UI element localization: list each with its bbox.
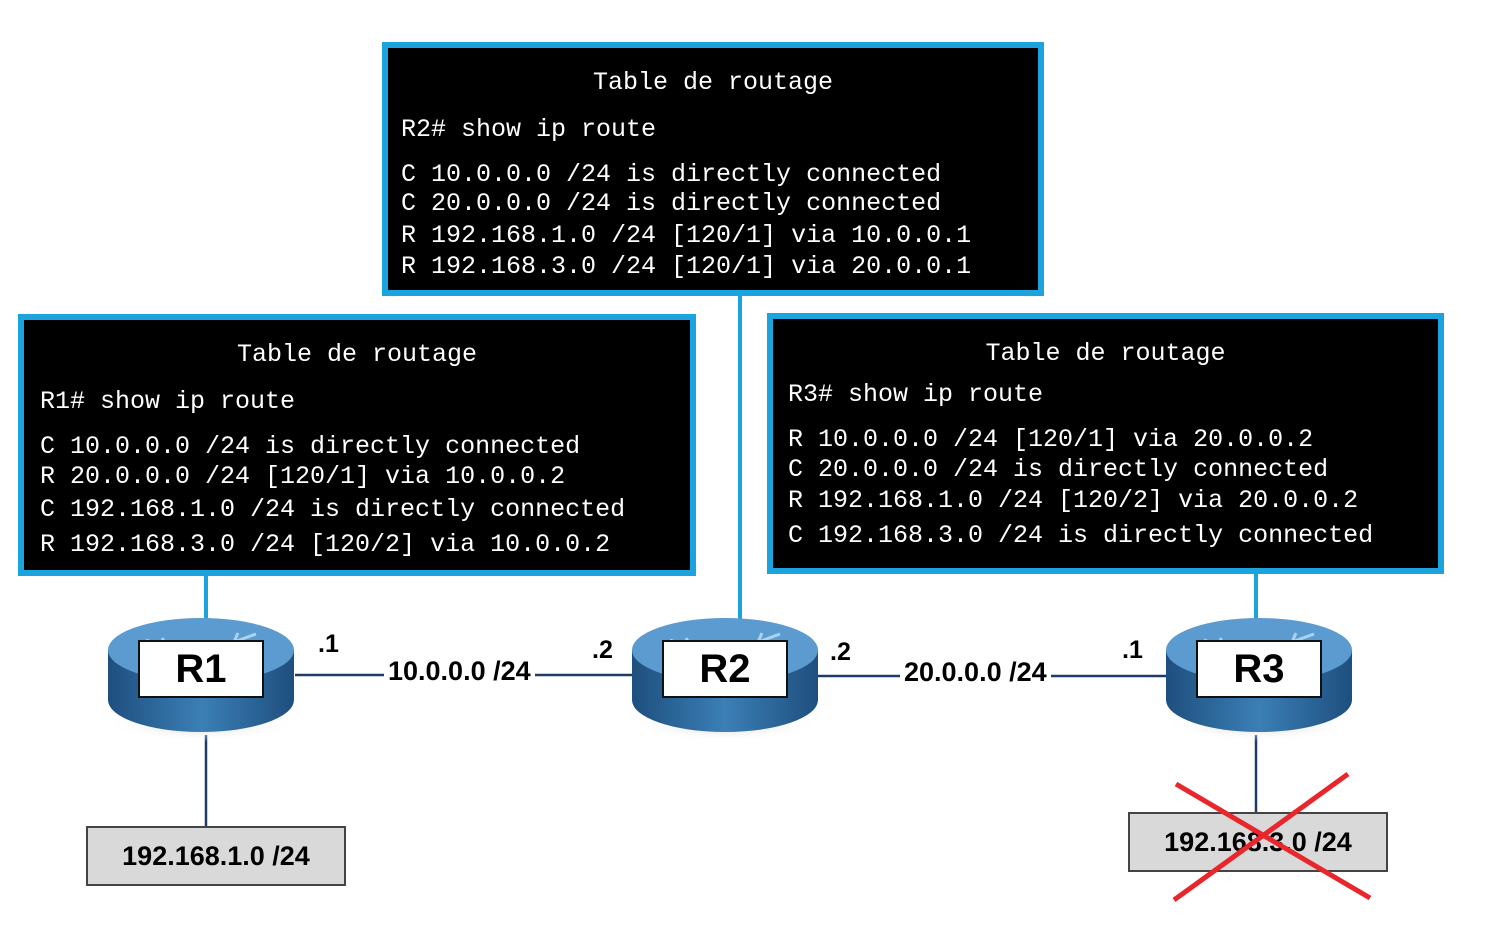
r1-route-2: R 20.0.0.0 /24 [120/1] via 10.0.0.2 [40,462,566,491]
r3-route-4: C 192.168.3.0 /24 is directly connected [788,521,1374,550]
r2-command: R2# show ip route [401,115,657,144]
r2-interface-b-label: .2 [830,638,851,666]
r3-lan-box: 192.168.3.0 /24 [1128,812,1388,872]
r3-command: R3# show ip route [788,380,1044,409]
router-r2-label: R2 [662,640,788,698]
r1-command: R1# show ip route [40,387,296,416]
r3-route-3: R 192.168.1.0 /24 [120/2] via 20.0.0.2 [788,486,1359,515]
r1-routing-table: Table de routage R1# show ip route C 10.… [18,314,696,576]
r1-route-4: R 192.168.3.0 /24 [120/2] via 10.0.0.2 [40,530,611,559]
router-r2: R2 [630,612,820,742]
r2-route-3: R 192.168.1.0 /24 [120/1] via 10.0.0.1 [401,221,972,250]
r1-lan-box: 192.168.1.0 /24 [86,826,346,886]
r2-route-2: C 20.0.0.0 /24 is directly connected [401,189,942,218]
r3-route-2: C 20.0.0.0 /24 is directly connected [788,455,1329,484]
red-x-icon [1172,771,1372,903]
router-r3: R3 [1164,612,1354,742]
r2-routing-table: Table de routage R2# show ip route C 10.… [382,42,1044,296]
r1-route-3: C 192.168.1.0 /24 is directly connected [40,495,626,524]
router-r1-label: R1 [138,640,264,698]
r1-table-title: Table de routage [236,340,478,369]
r2-route-4: R 192.168.3.0 /24 [120/1] via 20.0.0.1 [401,252,972,281]
r3-table-title: Table de routage [985,339,1226,368]
network-b-label: 20.0.0.0 /24 [900,657,1051,688]
r3-routing-table: Table de routage R3# show ip route R 10.… [767,313,1444,574]
router-r3-label: R3 [1196,640,1322,698]
r1-route-1: C 10.0.0.0 /24 is directly connected [40,432,581,461]
router-r1: R1 [106,612,296,742]
r2-table-title: Table de routage [592,68,834,97]
r3-interface-label: .1 [1122,636,1143,664]
r3-route-1: R 10.0.0.0 /24 [120/1] via 20.0.0.2 [788,425,1314,454]
r2-interface-a-label: .2 [592,636,613,664]
r2-route-1: C 10.0.0.0 /24 is directly connected [401,160,942,189]
network-a-label: 10.0.0.0 /24 [384,656,535,687]
r1-interface-label: .1 [318,630,339,658]
